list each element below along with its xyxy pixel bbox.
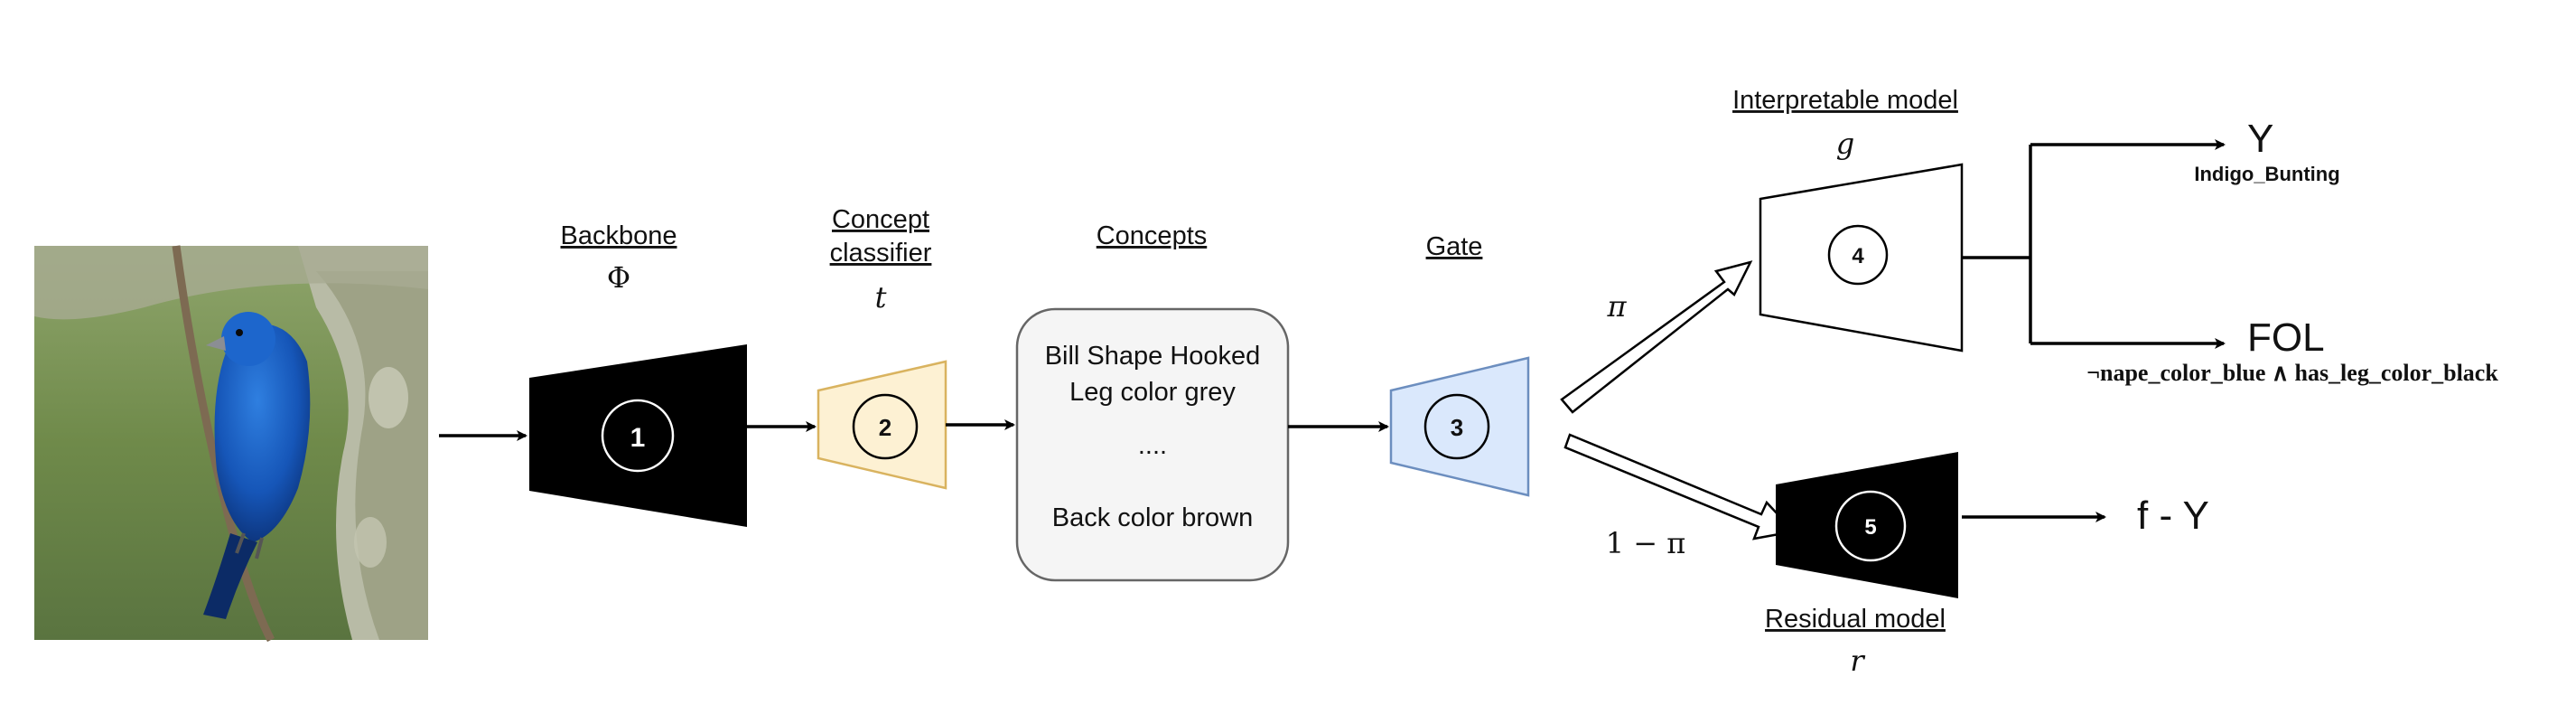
backbone-step-circle bbox=[601, 399, 675, 473]
gate-step-circle bbox=[1423, 393, 1490, 460]
classifier-title-line1: Concept bbox=[832, 205, 929, 234]
classifier-title-line2: classifier bbox=[830, 239, 932, 268]
residual-step-circle bbox=[1834, 490, 1907, 562]
classifier-step-circle bbox=[852, 393, 919, 460]
output-y-class-label: Indigo_Bunting bbox=[2194, 163, 2339, 185]
backbone-block bbox=[529, 344, 747, 527]
output-y: Y bbox=[2247, 117, 2273, 161]
classifier-symbol: t bbox=[875, 280, 887, 315]
output-residual: f - Y bbox=[2137, 494, 2209, 538]
lower-branch-arrow bbox=[1563, 433, 1797, 540]
interpretable-step-circle bbox=[1827, 224, 1889, 286]
residual-step-number: 5 bbox=[1864, 515, 1876, 540]
residual-model-title: Residual model bbox=[1765, 605, 1946, 634]
backbone-title: Backbone bbox=[561, 221, 677, 250]
residual-model-block bbox=[1776, 452, 1958, 598]
backbone-symbol: Φ bbox=[607, 260, 630, 295]
output-fork bbox=[1962, 139, 2226, 349]
classifier-block bbox=[817, 360, 947, 490]
interpretable-model-symbol: g bbox=[1836, 127, 1854, 161]
interpretable-step-number: 4 bbox=[1852, 244, 1864, 268]
gate-step-number: 3 bbox=[1451, 414, 1463, 441]
fol-expression: ¬nape_color_blue ∧ has_leg_color_black bbox=[2086, 360, 2498, 386]
classifier-step-number: 2 bbox=[879, 414, 891, 441]
pi-label: π bbox=[1606, 289, 1627, 324]
concepts-box bbox=[1015, 307, 1290, 582]
gate-block bbox=[1389, 356, 1530, 497]
concept-ellipsis: .... bbox=[1138, 431, 1167, 460]
concepts-title: Concepts bbox=[1097, 221, 1208, 250]
input-bird-image bbox=[34, 245, 428, 643]
interpretable-model-block bbox=[1759, 163, 1964, 352]
gate-title: Gate bbox=[1426, 232, 1483, 261]
concept-item: Leg color grey bbox=[1069, 378, 1236, 407]
upper-branch-arrow bbox=[1560, 260, 1753, 414]
concept-item: Bill Shape Hooked bbox=[1045, 342, 1261, 371]
interpretable-model-title: Interpretable model bbox=[1732, 86, 1958, 115]
backbone-step-number: 1 bbox=[630, 423, 646, 453]
concept-item: Back color brown bbox=[1052, 503, 1253, 532]
output-fol: FOL bbox=[2247, 315, 2325, 360]
one-minus-pi-label: 1 − π bbox=[1606, 526, 1686, 560]
residual-model-symbol: r bbox=[1850, 644, 1865, 678]
